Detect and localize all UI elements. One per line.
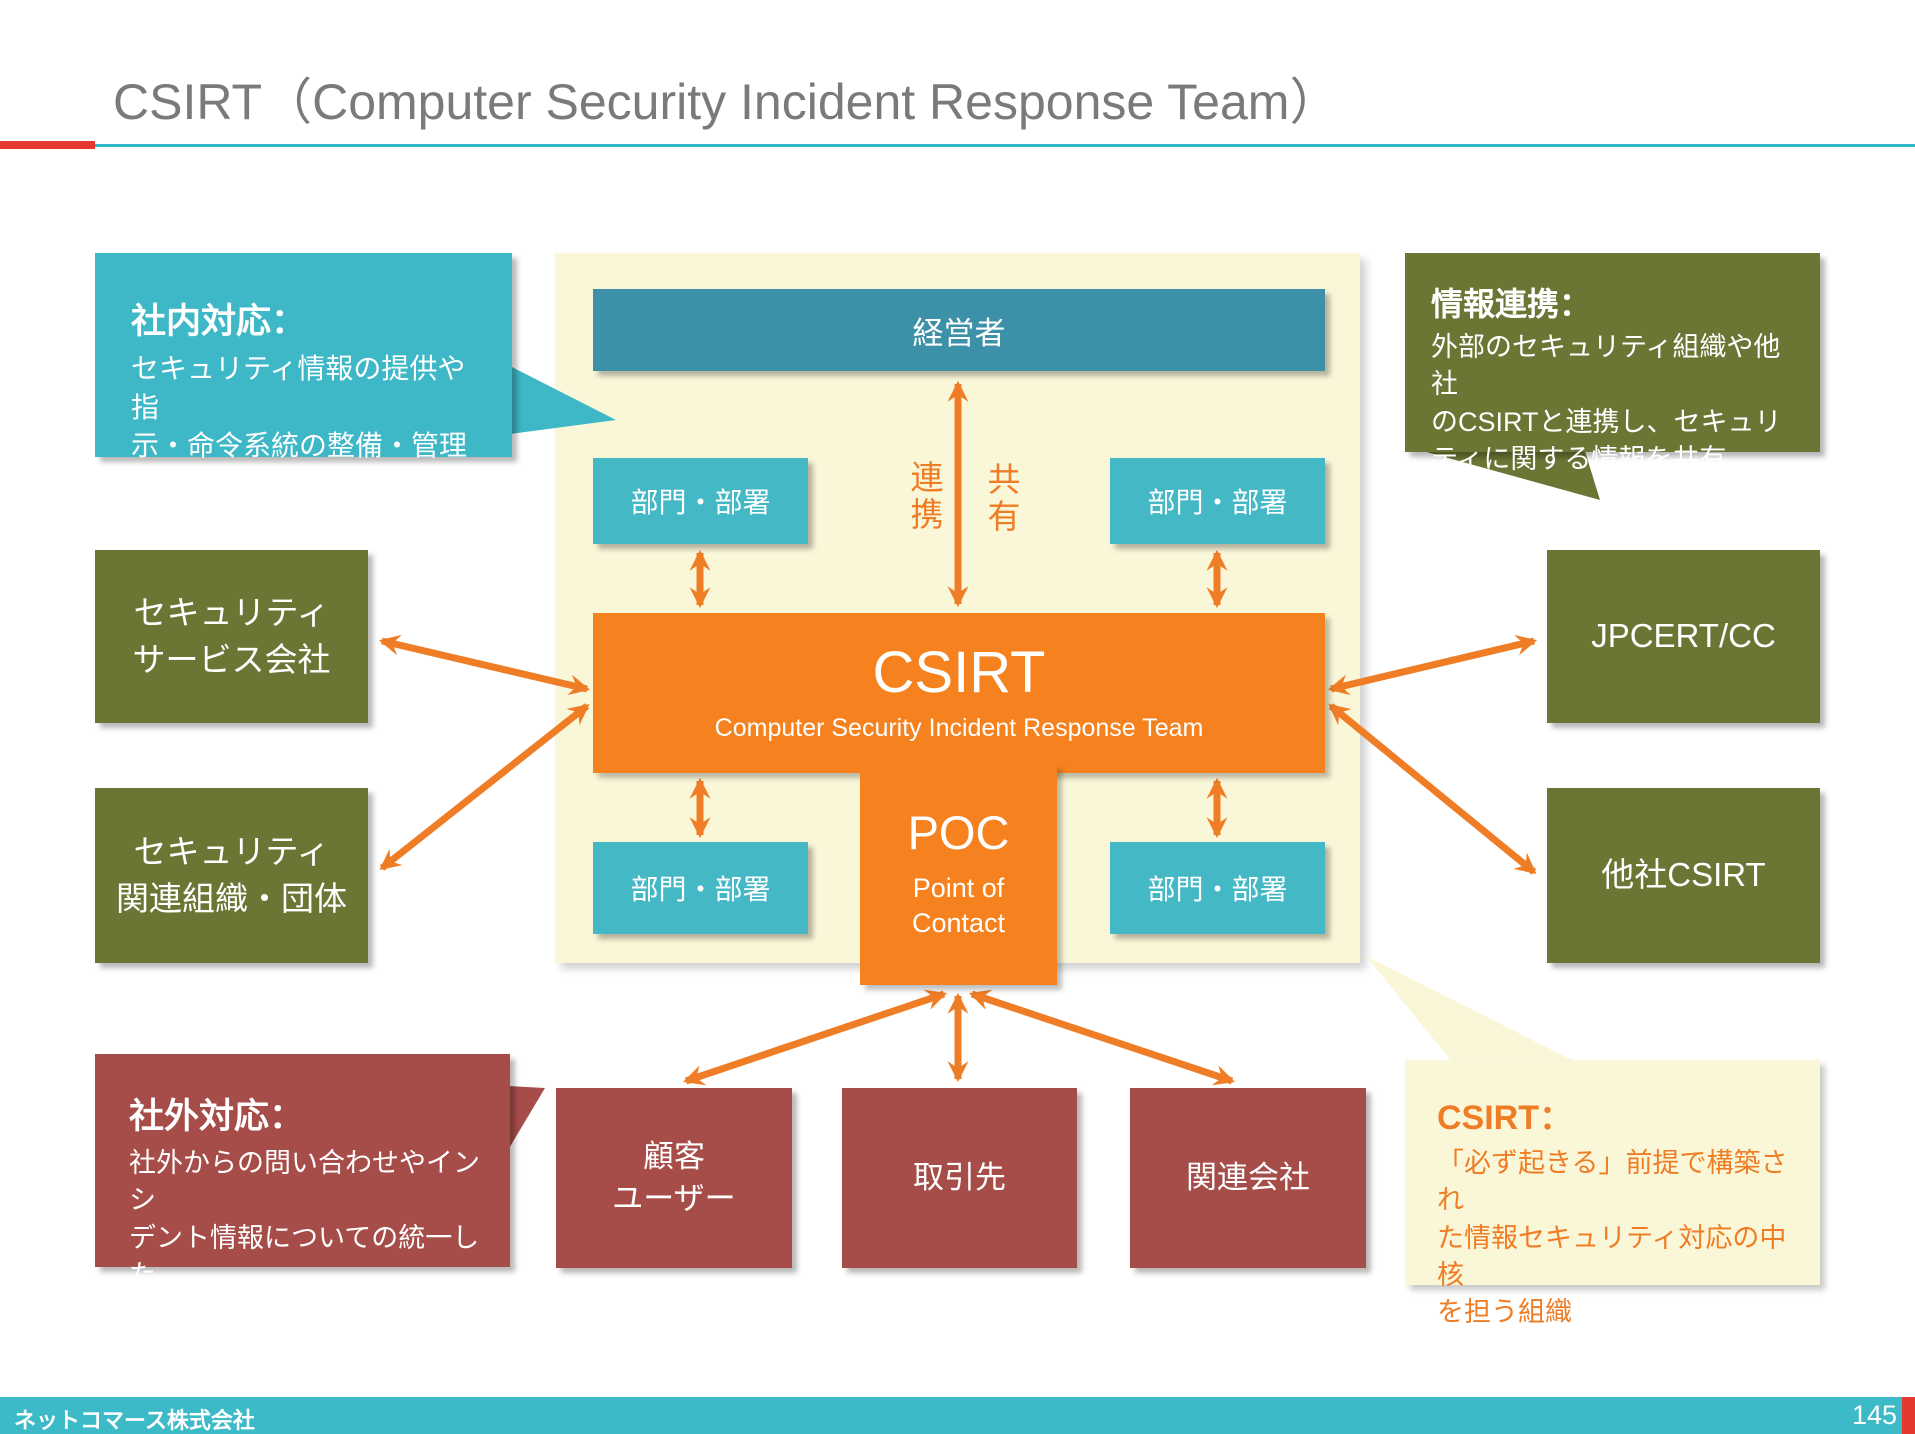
callout-internal-title: 社内対応：: [131, 302, 307, 341]
arrow-poc-customers: [683, 989, 947, 1086]
poc-title: POC: [907, 806, 1010, 859]
security-orgs-label: セキュリティ 関連組織・団体: [116, 833, 347, 917]
arrow-poc-affiliates: [969, 989, 1235, 1086]
department-label: 部門・部署: [630, 874, 771, 905]
department-box-top-left: 部門・部署: [593, 458, 808, 544]
callout-external-title: 社外対応：: [129, 1097, 305, 1136]
department-label: 部門・部署: [630, 487, 771, 518]
title-underline: [95, 144, 1915, 147]
callout-csirt-note-tail: [1366, 956, 1576, 1062]
jpcert-box: JPCERT/CC: [1547, 550, 1820, 723]
department-label: 部門・部署: [1147, 874, 1288, 905]
callout-csirt-note-body: 「必ず起きる」前提で構築され た情報セキュリティ対応の中核 を担う組織: [1437, 1148, 1788, 1327]
security-orgs-box: セキュリティ 関連組織・団体: [95, 788, 368, 963]
csirt-title: CSIRT: [872, 640, 1046, 706]
department-box-bottom-right: 部門・部署: [1110, 842, 1325, 934]
page-title: CSIRT（Computer Security Incident Respons…: [113, 74, 1340, 130]
callout-external-tail: [508, 1086, 545, 1150]
suppliers-box: 取引先: [842, 1088, 1077, 1268]
callout-csirt-note: CSIRT： 「必ず起きる」前提で構築され た情報セキュリティ対応の中核 を担う…: [1405, 1060, 1820, 1327]
csirt-subtitle: Computer Security Incident Response Team: [714, 713, 1204, 742]
callout-external-body: 社外からの問い合わせやインシ デント情報についての統一した 対外窓口: [129, 1148, 480, 1327]
security-service-box: セキュリティ サービス会社: [95, 550, 368, 723]
department-box-bottom-left: 部門・部署: [593, 842, 808, 934]
title-underline-red-accent: [0, 141, 95, 149]
affiliates-label: 関連会社: [1186, 1160, 1310, 1196]
callout-info-sharing-body: 外部のセキュリティ組織や他社 のCSIRTと連携し、セキュリ ティに関する情報を…: [1431, 332, 1782, 474]
management-box: 経営者: [593, 289, 1325, 371]
callout-csirt-note-title: CSIRT：: [1437, 1099, 1573, 1137]
callout-external: 社外対応： 社外からの問い合わせやインシ デント情報についての統一した 対外窓口: [95, 1054, 510, 1327]
csirt-box: CSIRT Computer Security Incident Respons…: [593, 613, 1325, 773]
department-label: 部門・部署: [1147, 487, 1288, 518]
arrow-csirt-jpcert: [1327, 634, 1538, 696]
footer-bar: [0, 1397, 1915, 1434]
share-label: 共有: [982, 462, 1020, 536]
department-box-top-right: 部門・部署: [1110, 458, 1325, 544]
management-label: 経営者: [912, 315, 1006, 351]
callout-info-sharing: 情報連携： 外部のセキュリティ組織や他社 のCSIRTと連携し、セキュリ ティに…: [1405, 253, 1820, 474]
poc-box: POC Point of Contact: [860, 765, 1057, 985]
other-csirt-label: 他社CSIRT: [1601, 856, 1766, 894]
footer-page-number: 145: [1851, 1400, 1897, 1430]
callout-internal: 社内対応： セキュリティ情報の提供や指 示・命令系統の整備・管理: [95, 253, 512, 461]
customers-label: 顧客 ユーザー: [612, 1139, 736, 1216]
callout-internal-body: セキュリティ情報の提供や指 示・命令系統の整備・管理: [131, 353, 468, 462]
suppliers-label: 取引先: [913, 1160, 1006, 1196]
jpcert-label: JPCERT/CC: [1591, 617, 1776, 655]
other-csirt-box: 他社CSIRT: [1547, 788, 1820, 963]
affiliates-box: 関連会社: [1130, 1088, 1366, 1268]
footer-red-accent: [1902, 1397, 1915, 1434]
footer-company: ネットコマース株式会社: [14, 1408, 255, 1433]
arrow-csirt-other-csirt: [1328, 703, 1537, 875]
poc-subtitle: Point of Contact: [911, 872, 1006, 938]
security-service-label: セキュリティ サービス会社: [132, 594, 331, 678]
link-label: 連携: [905, 460, 943, 534]
customers-box: 顧客 ユーザー: [556, 1088, 792, 1268]
callout-info-sharing-title: 情報連携：: [1431, 286, 1592, 322]
